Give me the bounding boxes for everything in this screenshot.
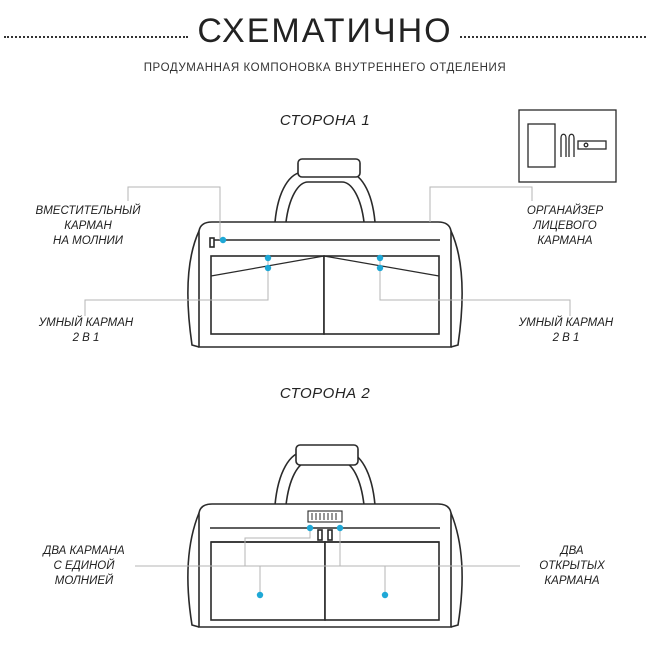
side1-markers xyxy=(219,236,384,272)
bag-side2-pocket-left xyxy=(210,541,326,621)
marker-open-right xyxy=(381,591,389,599)
title-right-dotted-line xyxy=(460,36,646,38)
label-organizer: ОРГАНАЙЗЕР ЛИЦЕВОГО КАРМАНА xyxy=(526,205,604,247)
label-smart-right: УМНЫЙ КАРМАН 2 В 1 xyxy=(518,317,614,344)
side2-leaders xyxy=(135,528,520,595)
organizer-pen-slot-1 xyxy=(560,133,567,157)
marker-smart-left-bottom xyxy=(264,264,272,272)
leader-smart-right xyxy=(379,258,571,316)
label-zip-pocket: ВМЕСТИТЕЛЬНЫЙ КАРМАН НА МОЛНИИ xyxy=(35,205,141,247)
organizer-inset xyxy=(518,109,617,183)
bag-side1-handle-inner xyxy=(285,181,365,223)
leader-smart-left xyxy=(84,258,269,316)
organizer-frame xyxy=(518,109,617,183)
side1-title: СТОРОНА 1 xyxy=(279,112,371,129)
bag-side1-right-end xyxy=(450,230,464,348)
marker-zip-left xyxy=(306,524,314,532)
bag-side2-handle-inner xyxy=(285,461,365,506)
leader-organizer xyxy=(429,186,533,222)
bag-side2-handle-grip xyxy=(295,444,359,466)
page-title: СХЕМАТИЧНО xyxy=(197,12,453,50)
bag-side1-zip-pull xyxy=(209,237,215,248)
organizer-key-ring xyxy=(583,142,589,148)
bag-side1-handle xyxy=(274,171,376,223)
bag-side2-logo-marks xyxy=(311,513,337,520)
marker-smart-right-top xyxy=(376,254,384,262)
bag-side2-left-end xyxy=(186,512,200,628)
marker-open-left xyxy=(256,591,264,599)
bag-side1-handle-grip xyxy=(297,158,361,178)
marker-zip xyxy=(219,236,227,244)
title-left-dotted-line xyxy=(4,36,188,38)
page-subtitle: ПРОДУМАННАЯ КОМПОНОВКА ВНУТРЕННЕГО ОТДЕЛ… xyxy=(143,62,507,74)
leader-two-open-left xyxy=(259,565,385,595)
bag-side2-right-end xyxy=(450,512,464,628)
marker-smart-right-bottom xyxy=(376,264,384,272)
marker-zip-right xyxy=(336,524,344,532)
organizer-pen-slot-2 xyxy=(568,133,575,157)
marker-smart-left-top xyxy=(264,254,272,262)
side2-title: СТОРОНА 2 xyxy=(279,385,371,402)
bag-side2-zip-pull-right xyxy=(327,529,333,541)
bag-side2-pocket-right xyxy=(324,541,440,621)
bag-side1-left-end xyxy=(186,230,200,348)
label-two-pockets-zip: ДВА КАРМАНА С ЕДИНОЙ МОЛНИЕЙ xyxy=(43,545,125,587)
bag-side1 xyxy=(186,158,464,348)
bag-side2-zip-pull-left xyxy=(317,529,323,541)
label-smart-left: УМНЫЙ КАРМАН 2 В 1 xyxy=(38,317,134,344)
side2-markers xyxy=(256,524,389,599)
label-two-open: ДВА ОТКРЫТЫХ КАРМАНА xyxy=(539,545,605,587)
leader-two-pockets-zip xyxy=(135,528,311,567)
organizer-notepad xyxy=(527,123,556,168)
bag-side2 xyxy=(186,444,464,628)
leader-zip-pocket xyxy=(127,186,221,240)
side1-leaders xyxy=(84,186,571,316)
bag-side2-logo-plate xyxy=(307,510,343,523)
organizer-card-slot xyxy=(577,140,607,150)
